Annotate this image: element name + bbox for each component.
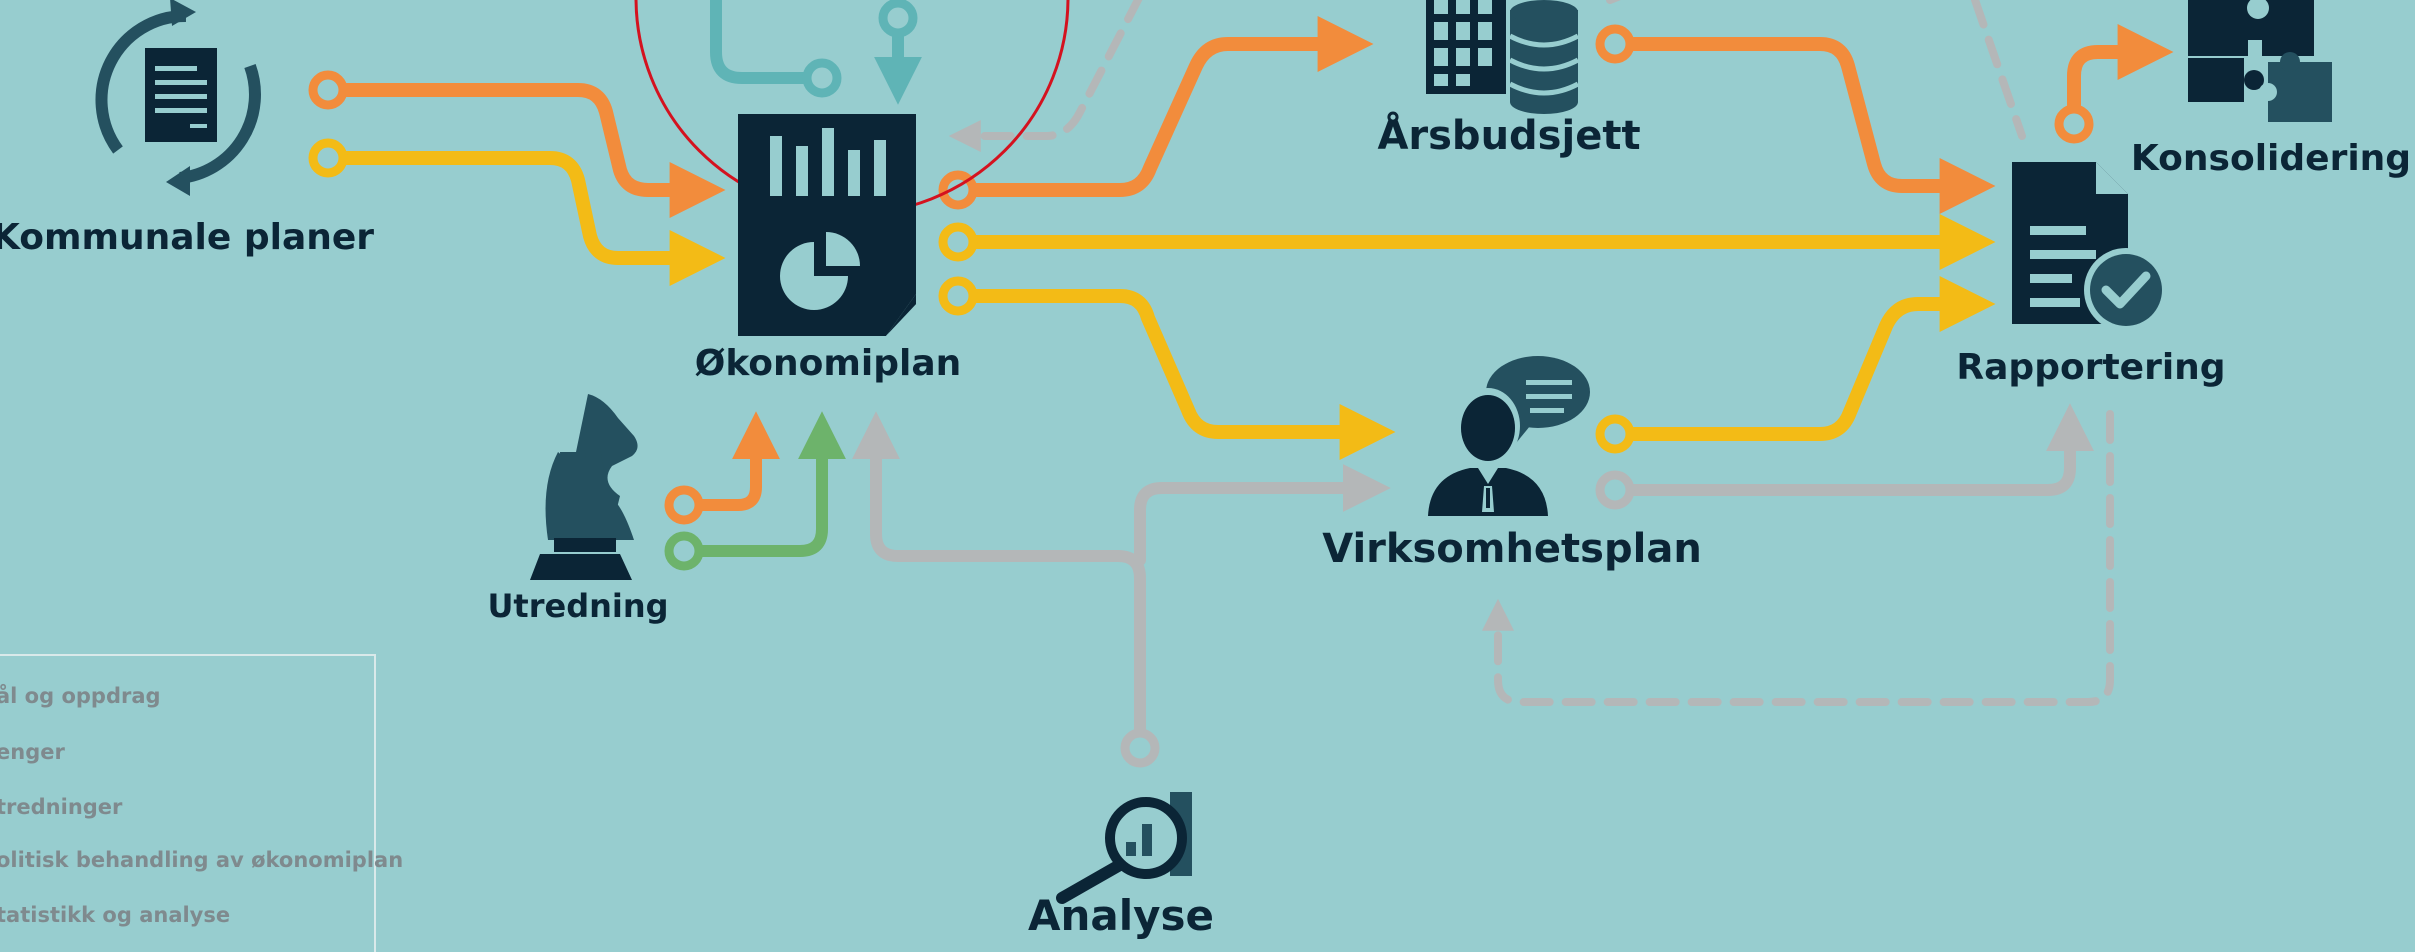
node-label-rapportering: Rapportering	[1956, 347, 2225, 388]
flow-arsbudsjett-to-rapportering	[1608, 37, 1996, 214]
flow-teal-left	[710, 0, 826, 84]
connector-ring	[1595, 470, 1635, 510]
table-database-icon	[1426, 0, 1580, 114]
node-label-okonomiplan: Økonomiplan	[695, 343, 962, 384]
chess-knight-icon	[530, 394, 638, 580]
node-label-arsbudsjett: Årsbudsjett	[1377, 110, 1640, 159]
connector-ring	[802, 58, 842, 98]
node-label-konsolidering: Konsolidering	[2131, 138, 2411, 179]
legend-item: olitisk behandling av økonomiplan	[0, 848, 404, 872]
connector-ring	[938, 222, 978, 262]
node-label-utredning: Utredning	[487, 587, 668, 625]
report-chart-icon	[738, 114, 918, 338]
flow-utredning-to-okonomiplan-orange	[678, 411, 780, 511]
flow-utredning-to-okonomiplan-green	[678, 411, 846, 557]
flow-okonomiplan-to-virksomhetsplan	[951, 289, 1396, 460]
node-label-virksomhetsplan: Virksomhetsplan	[1322, 526, 1702, 572]
flow-virksomhetsplan-to-rapportering-grey	[1609, 403, 2094, 496]
legend-item: ål og oppdrag	[0, 684, 161, 708]
puzzle-icon	[2188, 0, 2332, 122]
legend-box	[0, 654, 376, 952]
flow-analyse-to-virksomhetsplan	[1134, 464, 1391, 566]
connector-ring	[308, 70, 348, 110]
connector-ring	[308, 138, 348, 178]
connector-ring	[1595, 24, 1635, 64]
flow-virksomhetsplan-to-rapportering	[1608, 276, 1996, 441]
node-label-kommunale-planer: Kommunale planer	[0, 217, 374, 258]
magnifier-chart-icon	[1056, 792, 1192, 904]
connector-ring	[878, 0, 918, 38]
flow-planer-to-okonomiplan-orange	[321, 83, 726, 218]
flow-feedback-dashed-bottom	[1482, 410, 2114, 706]
flow-feedback-dashed-top	[948, 0, 1143, 152]
cycle-document-icon	[95, 0, 261, 196]
flow-rapportering-to-konsolidering	[2067, 24, 2174, 131]
connector-ring	[2054, 104, 2094, 144]
person-speech-icon	[1428, 356, 1590, 516]
node-label-analyse: Analyse	[1028, 891, 1214, 940]
connector-ring	[664, 531, 704, 571]
flow-analyse-to-okonomiplan	[852, 411, 1146, 754]
legend-item: enger	[0, 740, 65, 764]
connector-ring	[938, 276, 978, 316]
flow-feedback-dashed-top-right	[1971, 0, 2026, 140]
flow-planer-to-okonomiplan-yellow	[321, 151, 726, 286]
legend-item: tredninger	[0, 795, 123, 819]
document-check-icon	[2012, 162, 2168, 332]
connector-ring	[664, 485, 704, 525]
connector-ring	[1120, 728, 1160, 768]
connector-ring	[1595, 414, 1635, 454]
flow-okonomiplan-to-arsbudsjett	[951, 16, 1374, 197]
legend-item: tatistikk og analyse	[0, 903, 231, 927]
